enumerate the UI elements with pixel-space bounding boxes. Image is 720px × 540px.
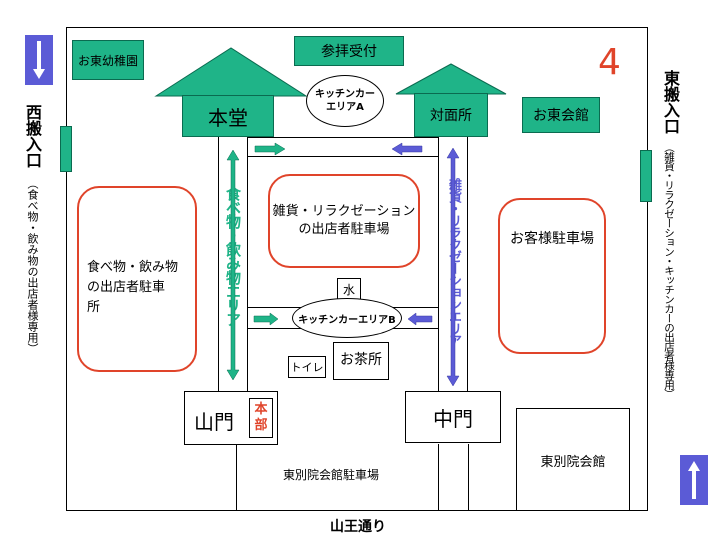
kindergarten-label: お東幼稚園 bbox=[77, 53, 138, 68]
betsuin-kaikan-label: 東別院会館 bbox=[540, 455, 606, 470]
guest-parking-lot: お客様駐車場 bbox=[498, 198, 606, 354]
toilet: トイレ bbox=[288, 356, 326, 378]
north-right-arrow bbox=[254, 142, 286, 156]
west-lane bbox=[218, 137, 248, 391]
betsuin-parking-label: 東別院会館駐車場 bbox=[283, 468, 380, 482]
ochajo-label: お茶所 bbox=[340, 352, 382, 368]
east-entrance-arrow bbox=[680, 455, 708, 505]
south-lane-left bbox=[236, 444, 237, 511]
south-lane-right bbox=[468, 444, 469, 511]
food-parking-lot-label: 食べ物・飲み物 の出店者駐車 所 bbox=[87, 260, 179, 315]
west-entrance-arrow bbox=[25, 35, 53, 85]
middle-left-arrow bbox=[407, 312, 433, 326]
ochajo: お茶所 bbox=[333, 342, 389, 380]
site-boundary bbox=[66, 27, 648, 511]
east-entrance-label: 東搬入口 bbox=[661, 70, 680, 134]
honbu: 本 部 bbox=[249, 398, 273, 438]
chumon-gate: 中門 bbox=[405, 391, 501, 443]
main-hall-label: 本堂 bbox=[208, 105, 248, 130]
water-station: 水 bbox=[337, 278, 361, 300]
goods-parking-lot: 雑貨・リラクゼーション の出店者駐車場 bbox=[268, 174, 420, 268]
reception: 参拝受付 bbox=[294, 36, 404, 66]
north-lane bbox=[248, 137, 438, 157]
east-entrance-note: （雑貨・リラクゼーション・キッチンカーの出店者様専用） bbox=[663, 142, 675, 399]
sanmon-label: 山門 bbox=[194, 410, 234, 434]
goods-lane-arrow bbox=[446, 147, 460, 387]
map-number: 4 bbox=[598, 42, 621, 83]
east-gate-marker bbox=[640, 150, 652, 202]
betsuin-kaikan: 東別院会館 bbox=[516, 408, 630, 511]
east-lane bbox=[438, 137, 468, 391]
reception-label: 参拝受付 bbox=[321, 44, 377, 60]
goods-parking-lot-label: 雑貨・リラクゼーション の出店者駐車場 bbox=[272, 204, 416, 237]
higashi-kaikan-label: お東会館 bbox=[533, 108, 589, 124]
kitchen-area-b-label: キッチンカーエリアB bbox=[298, 314, 396, 326]
food-lane-arrow bbox=[226, 149, 240, 381]
taimensho: 対面所 bbox=[414, 93, 488, 137]
middle-right-arrow bbox=[253, 312, 279, 326]
main-hall: 本堂 bbox=[182, 95, 274, 137]
road-label: 山王通り bbox=[330, 519, 386, 535]
south-lane-mid bbox=[438, 444, 439, 511]
taimensho-label: 対面所 bbox=[430, 108, 472, 124]
kitchen-area-a-label: キッチンカー エリアA bbox=[315, 89, 375, 113]
kindergarten: お東幼稚園 bbox=[72, 40, 144, 80]
guest-parking-lot-label: お客様駐車場 bbox=[510, 231, 594, 247]
kitchen-area-a: キッチンカー エリアA bbox=[306, 75, 384, 127]
west-entrance-label: 西搬入口 bbox=[23, 104, 42, 168]
toilet-label: トイレ bbox=[290, 361, 324, 374]
taimensho-roof bbox=[395, 63, 507, 95]
west-entrance-note: （食べ物・飲み物の出店者様専用） bbox=[26, 178, 39, 354]
water-label: 水 bbox=[342, 282, 355, 297]
food-parking-lot: 食べ物・飲み物 の出店者駐車 所 bbox=[77, 186, 197, 372]
higashi-kaikan: お東会館 bbox=[522, 97, 600, 133]
kitchen-area-b: キッチンカーエリアB bbox=[292, 298, 402, 338]
west-gate-marker bbox=[60, 126, 72, 172]
north-left-arrow bbox=[391, 142, 423, 156]
main-hall-roof bbox=[154, 47, 308, 97]
honbu-label: 本 部 bbox=[254, 402, 268, 433]
chumon-label: 中門 bbox=[433, 406, 473, 431]
